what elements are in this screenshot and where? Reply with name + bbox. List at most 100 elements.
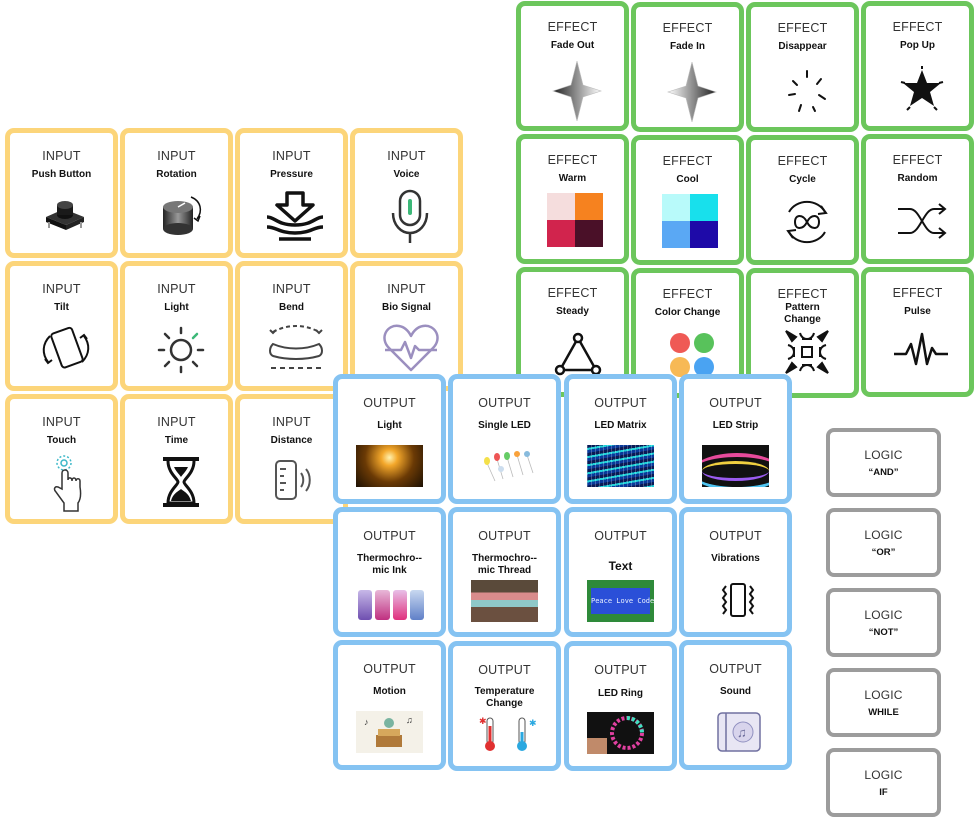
input-card-push-button[interactable]: INPUT Push Button xyxy=(5,128,118,258)
output-card-light[interactable]: OUTPUT Light xyxy=(333,374,446,504)
card-name: Bend xyxy=(279,302,304,313)
input-card-bio-signal[interactable]: INPUT Bio Signal xyxy=(350,261,463,391)
card-name: Pulse xyxy=(904,306,931,317)
card-name: Rotation xyxy=(156,169,197,180)
logic-card-not[interactable]: LOGIC “NOT” xyxy=(826,588,941,657)
card-category: EFFECT xyxy=(892,286,943,300)
sun-icon xyxy=(157,326,205,374)
single-led-image xyxy=(484,451,534,482)
input-card-distance[interactable]: INPUT Distance xyxy=(235,394,348,524)
input-card-tilt[interactable]: INPUT Tilt xyxy=(5,261,118,391)
output-card-sound[interactable]: OUTPUT Sound ♫ xyxy=(679,640,792,770)
thermochromic-ink-image xyxy=(358,590,424,620)
effect-card-fade-out[interactable]: EFFECT Fade Out xyxy=(516,1,629,131)
card-category: INPUT xyxy=(42,415,81,429)
output-card-temperature-change[interactable]: OUTPUT Temperature Change ✱✱ xyxy=(448,641,561,771)
input-card-touch[interactable]: INPUT Touch xyxy=(5,394,118,524)
thermometer-icon: ✱✱ xyxy=(479,716,537,751)
card-name: Cool xyxy=(676,174,699,185)
pulse-icon xyxy=(894,332,948,366)
card-name: Single LED xyxy=(478,420,531,431)
card-category: OUTPUT xyxy=(594,529,647,543)
card-name: “OR” xyxy=(871,547,896,558)
card-category: OUTPUT xyxy=(363,529,416,543)
led-matrix-image xyxy=(587,445,654,487)
logic-card-and[interactable]: LOGIC “AND” xyxy=(826,428,941,497)
card-category: EFFECT xyxy=(777,287,828,301)
card-category: INPUT xyxy=(387,282,426,296)
card-category: OUTPUT xyxy=(478,396,531,410)
output-card-led-ring[interactable]: OUTPUT LED Ring xyxy=(564,641,677,771)
warm-swatch-icon xyxy=(547,193,603,247)
input-card-rotation[interactable]: INPUT Rotation xyxy=(120,128,233,258)
card-name: LED Strip xyxy=(712,420,759,431)
card-name: Time xyxy=(164,435,189,446)
steady-icon xyxy=(554,332,602,376)
card-category: INPUT xyxy=(387,149,426,163)
input-card-voice[interactable]: INPUT Voice xyxy=(350,128,463,258)
input-card-pressure[interactable]: INPUT Pressure xyxy=(235,128,348,258)
output-card-thermochromic-ink[interactable]: OUTPUT Thermochro--mic Ink xyxy=(333,507,446,637)
card-name: Cycle xyxy=(789,174,816,185)
svg-text:✱: ✱ xyxy=(479,716,487,726)
pop-up-icon xyxy=(900,66,944,111)
card-category: OUTPUT xyxy=(709,529,762,543)
push-button-icon xyxy=(46,201,84,230)
logic-card-while[interactable]: LOGIC WHILE xyxy=(826,668,941,737)
card-category: OUTPUT xyxy=(709,662,762,676)
cycle-icon xyxy=(786,200,828,244)
card-name: Random xyxy=(897,173,938,184)
effect-card-warm[interactable]: EFFECT Warm xyxy=(516,134,629,264)
card-name: Fade In xyxy=(669,41,705,52)
effect-card-random[interactable]: EFFECT Random xyxy=(861,134,974,264)
card-name: Light xyxy=(377,420,402,431)
card-category: OUTPUT xyxy=(363,662,416,676)
heart-pulse-icon xyxy=(383,324,439,372)
card-name: Touch xyxy=(46,435,77,446)
card-category: EFFECT xyxy=(662,287,713,301)
effect-card-cycle[interactable]: EFFECT Cycle xyxy=(746,135,859,265)
logic-card-if[interactable]: LOGIC IF xyxy=(826,748,941,817)
card-name: Push Button xyxy=(31,169,92,180)
card-category: OUTPUT xyxy=(478,529,531,543)
pattern-icon xyxy=(785,330,829,374)
effect-card-cool[interactable]: EFFECT Cool xyxy=(631,135,744,265)
logic-card-or[interactable]: LOGIC “OR” xyxy=(826,508,941,577)
distance-sensor-icon xyxy=(275,460,311,500)
card-name: Vibrations xyxy=(711,553,760,564)
output-card-led-strip[interactable]: OUTPUT LED Strip xyxy=(679,374,792,504)
effect-card-pulse[interactable]: EFFECT Pulse xyxy=(861,267,974,397)
led-strip-image xyxy=(702,445,769,487)
cool-swatch-icon xyxy=(662,194,718,248)
sound-icon: ♫ xyxy=(717,712,761,752)
card-category: INPUT xyxy=(272,149,311,163)
effect-card-disappear[interactable]: EFFECT Disappear xyxy=(746,2,859,132)
output-card-vibrations[interactable]: OUTPUT Vibrations xyxy=(679,507,792,637)
disappear-icon xyxy=(788,70,826,112)
output-card-text[interactable]: OUTPUT Text Peace Love Code xyxy=(564,507,677,637)
card-name: Distance xyxy=(270,435,313,446)
input-card-time[interactable]: INPUT Time xyxy=(120,394,233,524)
music-box-image: ♪♫ xyxy=(356,711,423,753)
card-name: Voice xyxy=(393,169,420,180)
input-card-light[interactable]: INPUT Light xyxy=(120,261,233,391)
card-name: Temperature Change xyxy=(474,686,535,709)
fade-in-icon xyxy=(667,62,717,122)
card-name: Pressure xyxy=(270,169,313,180)
output-card-thermochromic-thread[interactable]: OUTPUT Thermochro--mic Thread xyxy=(448,507,561,637)
card-name: Color Change xyxy=(654,307,721,318)
input-card-bend[interactable]: INPUT Bend xyxy=(235,261,348,391)
card-name: LED Ring xyxy=(598,688,643,699)
card-category: INPUT xyxy=(42,149,81,163)
card-name: Thermochro--mic Ink xyxy=(357,553,422,576)
card-name: Motion xyxy=(373,686,406,697)
card-category: EFFECT xyxy=(547,20,598,34)
output-card-motion[interactable]: OUTPUT Motion ♪♫ xyxy=(333,640,446,770)
card-name: IF xyxy=(879,787,888,798)
touch-icon xyxy=(53,455,82,512)
effect-card-pop-up[interactable]: EFFECT Pop Up xyxy=(861,1,974,131)
output-card-single-led[interactable]: OUTPUT Single LED xyxy=(448,374,561,504)
output-card-led-matrix[interactable]: OUTPUT LED Matrix xyxy=(564,374,677,504)
effect-card-fade-in[interactable]: EFFECT Fade In xyxy=(631,2,744,132)
card-name: Light xyxy=(164,302,189,313)
